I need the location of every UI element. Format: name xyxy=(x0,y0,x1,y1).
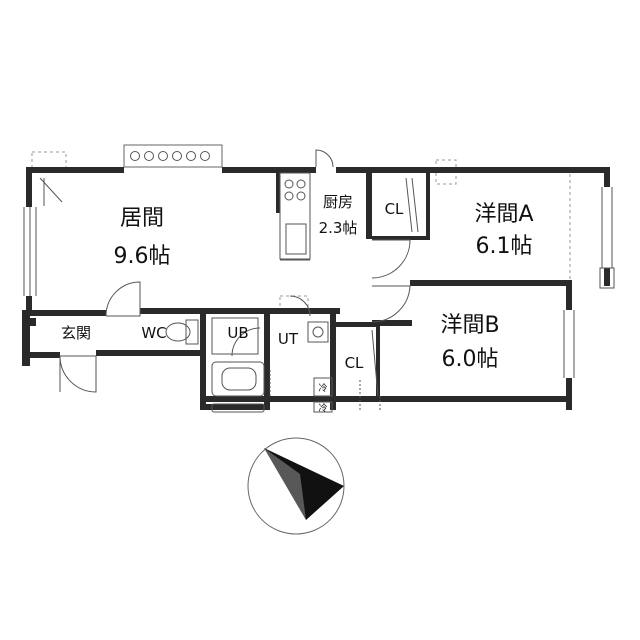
western-b-name: 洋間B xyxy=(440,313,499,338)
north-arrow-icon xyxy=(264,448,344,520)
living-room-name: 居間 xyxy=(120,206,164,231)
thin-lines xyxy=(23,149,615,413)
western-a-size: 6.1帖 xyxy=(476,234,533,259)
closet-b-label: CL xyxy=(345,354,364,372)
bay-window xyxy=(123,144,223,168)
kitchen-name: 厨房 xyxy=(323,193,353,211)
living-room-size: 9.6帖 xyxy=(114,244,171,269)
washer-label-1: 冷 xyxy=(318,382,327,394)
compass xyxy=(247,437,345,535)
western-b-size: 6.0帖 xyxy=(442,347,499,372)
walls xyxy=(22,167,610,410)
bath-label: UB xyxy=(227,324,248,342)
dashed-outlines xyxy=(31,151,571,313)
entrance-label: 玄関 xyxy=(61,324,91,342)
western-a-name: 洋間A xyxy=(474,202,533,227)
kitchen-size: 2.3帖 xyxy=(319,219,358,237)
closet-a-label: CL xyxy=(385,200,404,218)
washer-label-2: 冷 xyxy=(318,402,327,414)
toilet-label: WC xyxy=(141,324,166,342)
utility-label: UT xyxy=(278,330,299,348)
